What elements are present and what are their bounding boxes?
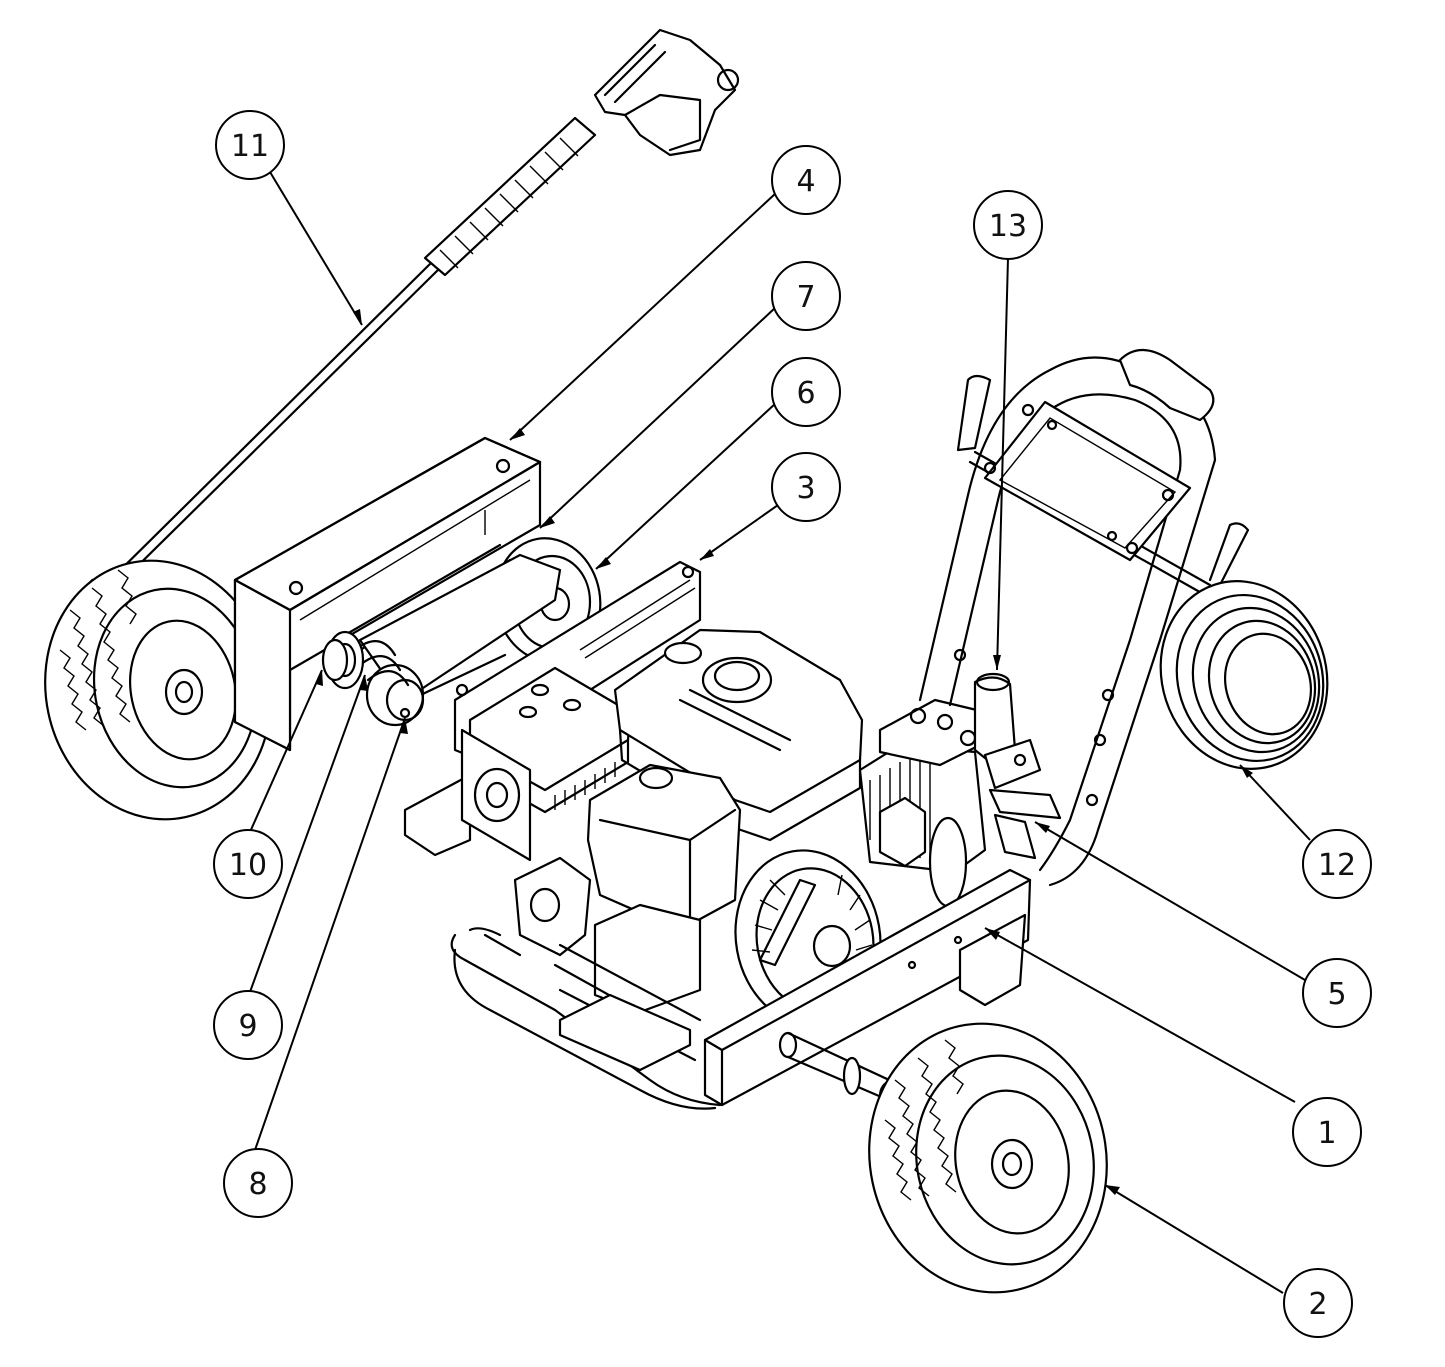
callout-9-label: 9 bbox=[238, 1009, 257, 1044]
leader-10 bbox=[249, 669, 323, 833]
leader-7 bbox=[539, 306, 777, 529]
leader-13 bbox=[996, 257, 1009, 671]
leader-arrowheads bbox=[316, 309, 1253, 1195]
leader-4 bbox=[509, 192, 777, 441]
leader-11 bbox=[269, 171, 363, 326]
callout-7: 7 bbox=[771, 261, 841, 331]
callout-11: 11 bbox=[215, 110, 285, 180]
callout-7-label: 7 bbox=[796, 280, 815, 315]
coiled-hose bbox=[1159, 580, 1329, 770]
callout-2: 2 bbox=[1283, 1268, 1353, 1338]
leader-1 bbox=[984, 927, 1296, 1103]
pump bbox=[858, 672, 1062, 908]
callout-13: 13 bbox=[973, 190, 1043, 260]
leader-3 bbox=[699, 504, 779, 561]
leader-5 bbox=[1034, 821, 1306, 981]
frame-handle bbox=[918, 348, 1250, 887]
leader-12 bbox=[1239, 764, 1311, 841]
callout-10-label: 10 bbox=[229, 848, 267, 883]
callout-2-label: 2 bbox=[1308, 1287, 1327, 1322]
callout-5-label: 5 bbox=[1327, 977, 1346, 1012]
callout-11-label: 11 bbox=[231, 129, 269, 164]
callout-3: 3 bbox=[771, 452, 841, 522]
callout-3-label: 3 bbox=[796, 471, 815, 506]
leader-lines bbox=[249, 171, 1311, 1294]
right-wheel bbox=[868, 1022, 1108, 1294]
engine bbox=[460, 628, 882, 1027]
belt-guard bbox=[233, 436, 542, 752]
callout-5: 5 bbox=[1302, 958, 1372, 1028]
callout-4-label: 4 bbox=[796, 164, 815, 199]
callout-13-label: 13 bbox=[989, 209, 1027, 244]
left-wheel bbox=[44, 559, 272, 821]
callout-1-label: 1 bbox=[1317, 1116, 1336, 1151]
callout-9: 9 bbox=[213, 990, 283, 1060]
leader-6 bbox=[595, 402, 777, 570]
callout-10: 10 bbox=[213, 829, 283, 899]
leader-9 bbox=[249, 674, 366, 993]
spray-wand bbox=[75, 28, 740, 610]
callout-12: 12 bbox=[1302, 829, 1372, 899]
callout-6-label: 6 bbox=[796, 376, 815, 411]
callout-8-label: 8 bbox=[248, 1167, 267, 1202]
leader-8 bbox=[254, 717, 406, 1151]
callout-4: 4 bbox=[771, 145, 841, 215]
callout-8: 8 bbox=[223, 1148, 293, 1218]
callout-6: 6 bbox=[771, 357, 841, 427]
leader-2 bbox=[1104, 1184, 1284, 1294]
callout-12-label: 12 bbox=[1318, 848, 1356, 883]
callout-1: 1 bbox=[1292, 1097, 1362, 1167]
